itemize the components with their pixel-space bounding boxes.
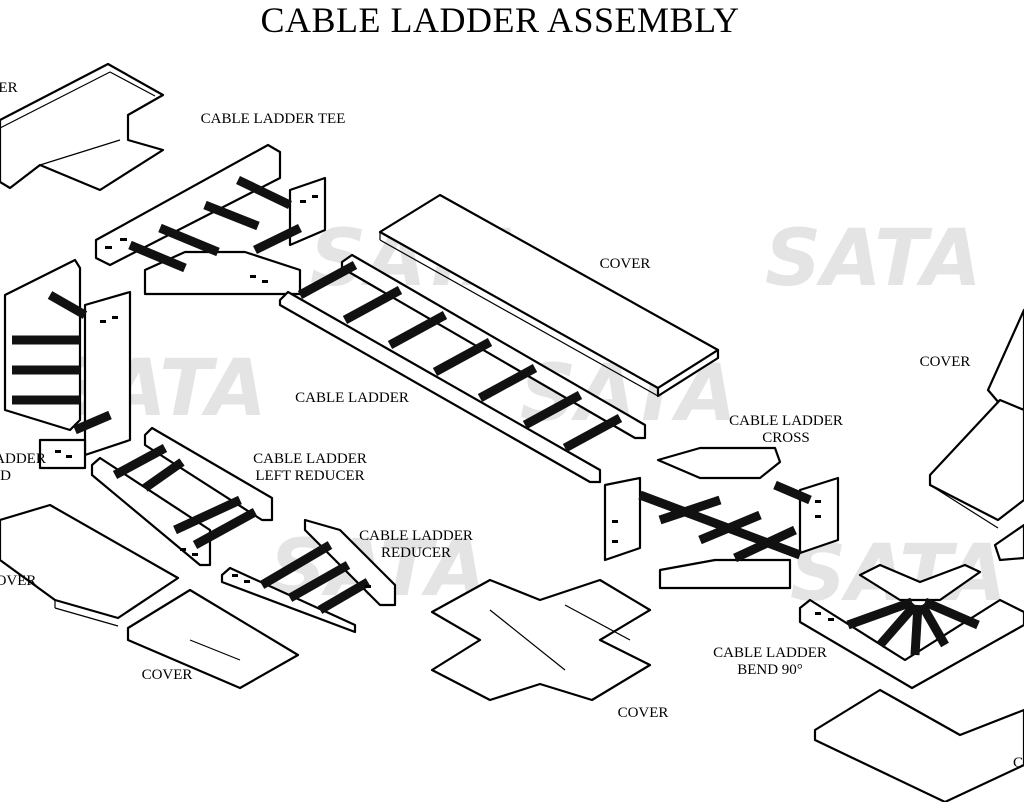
cable-ladder-cross [603,446,840,590]
label-bend-left-line1: ADDER [0,451,46,467]
label-reducer-line1: CABLE LADDER [359,528,473,544]
cable-ladder [278,253,647,484]
label-bend-left-line2: D [0,468,12,484]
label-cover-bottom-center: COVER [617,705,669,721]
label-reducer: CABLE LADDER REDUCER [359,528,473,562]
label-cross-line2: CROSS [762,430,810,446]
cover-bottom-right [813,688,1024,802]
watermark-brand: SATA [50,344,267,434]
cover-right [928,308,1024,562]
label-bend-left: ADDER D [0,451,46,485]
label-bend-90: CABLE LADDER BEND 90° [713,645,827,679]
label-cover-bottom-left: COVER [141,667,193,683]
cover-center [378,193,720,398]
label-cross-line1: CABLE LADDER [729,413,843,429]
cable-ladder-bend-90 [798,563,1024,690]
label-left-reducer-line1: CABLE LADDER [253,451,367,467]
cover-bottom-center [430,578,652,702]
page-title: CABLE LADDER ASSEMBLY [260,0,740,40]
label-cover-left: OVER [0,573,37,589]
cable-ladder-bend-left [3,258,132,470]
label-reducer-line2: REDUCER [380,545,451,561]
cover-left [0,503,180,627]
label-cover-center: COVER [599,256,651,272]
label-cover-top-left: ER [0,80,18,96]
cable-ladder-left-reducer [90,426,274,567]
cover-top-left [0,62,165,192]
watermark-brand: SATA [765,214,982,304]
label-bend-90-line2: BEND 90° [737,662,803,678]
label-tee: CABLE LADDER TEE [200,111,346,127]
label-cover-bottom-right: C [1012,755,1024,771]
label-ladder: CABLE LADDER [295,390,409,406]
label-left-reducer-line2: LEFT REDUCER [255,468,365,484]
label-bend-90-line1: CABLE LADDER [713,645,827,661]
cable-ladder-reducer [220,518,397,634]
label-cover-right: COVER [919,354,971,370]
cable-ladder-tee [94,143,327,296]
label-left-reducer: CABLE LADDER LEFT REDUCER [253,451,367,485]
label-cross: CABLE LADDER CROSS [729,413,843,447]
cover-bottom-left [126,588,300,690]
